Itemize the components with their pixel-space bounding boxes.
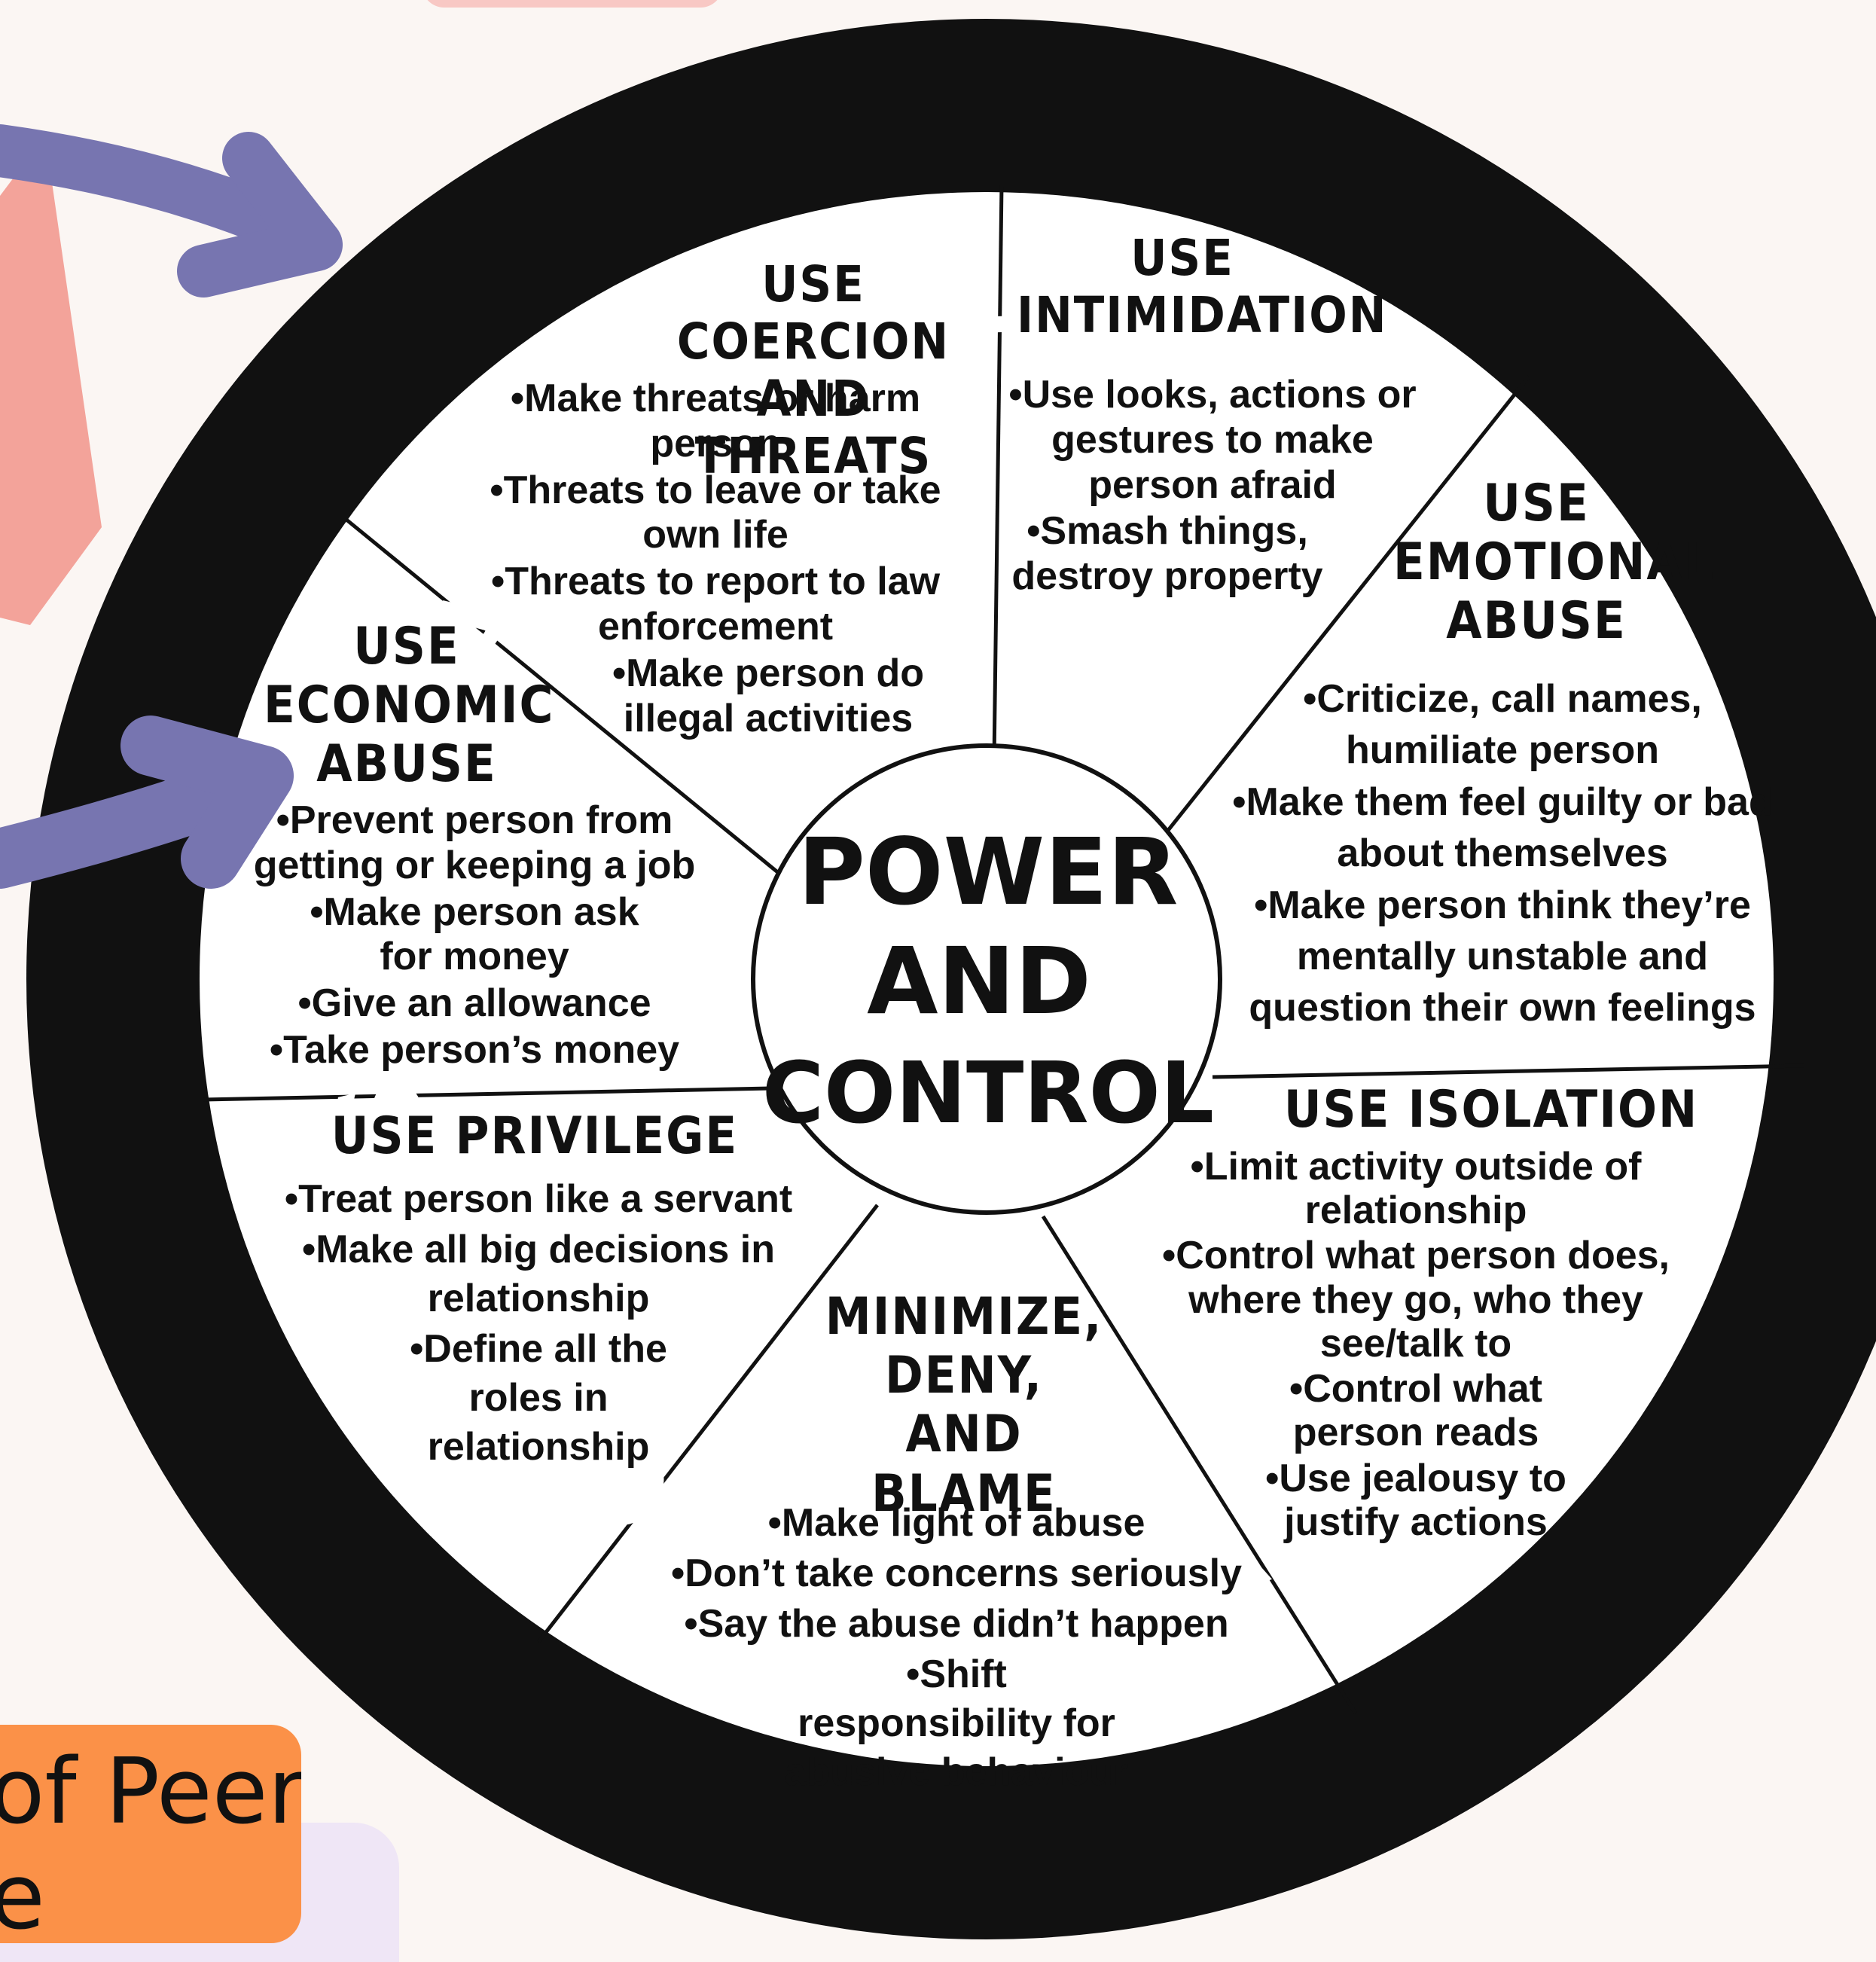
list-item: Make them feel guilty or bad about thems… — [1228, 777, 1777, 879]
spoke-left — [203, 1086, 773, 1102]
list-item: Give an allowance — [226, 981, 723, 1027]
list-item: Don’t take concerns seriously — [580, 1549, 1333, 1598]
list-item: Take person’s money — [226, 1028, 723, 1073]
segment-economic-list: Prevent person from getting or keeping a… — [226, 798, 723, 1075]
list-item: Control what person reads — [1107, 1367, 1725, 1454]
segment-emotional-title: USE EMOTIONAL ABUSE — [1393, 474, 1715, 651]
list-item: Use looks, actions or gestures to make p… — [1002, 373, 1423, 508]
list-item: Make all big decisions in relationship — [226, 1225, 851, 1323]
list-item: Prevent person from getting or keeping a… — [226, 798, 723, 889]
list-item: Define all the roles in relationship — [226, 1325, 851, 1472]
list-item: Make person think they’re mentally unsta… — [1228, 880, 1777, 1033]
list-item: Treat person like a servant — [226, 1175, 851, 1224]
arrow-top-icon — [0, 124, 343, 298]
list-item: Control what person does, where they go,… — [1107, 1234, 1725, 1365]
segment-privilege-title: USE PRIVILEGE — [331, 1106, 739, 1166]
segment-intimidation-title: USE INTIMIDATION — [1017, 229, 1388, 344]
list-item: Smash things, destroy property — [1002, 509, 1423, 600]
list-item: Make person ask for money — [226, 890, 723, 981]
list-item: Make threats or harm person — [452, 377, 979, 467]
list-item: Limit activity outside of relationship — [1107, 1145, 1725, 1232]
segment-emotional-list: Criticize, call names, humiliate person … — [1228, 674, 1777, 1035]
side-label-line1: of Peer — [0, 1740, 301, 1845]
segment-coercion-list: Make threats or harm person Threats to l… — [452, 377, 979, 743]
spoke-right — [1212, 1063, 1804, 1079]
list-item: Make light of abuse — [580, 1499, 1333, 1548]
list-item: Threats to report to law enforcement — [452, 560, 979, 650]
pink-decor-shape — [0, 136, 102, 625]
list-item: Make person do illegal activities — [557, 651, 979, 742]
segment-isolation-list: Limit activity outside of relationship C… — [1107, 1145, 1725, 1545]
segment-minimize-title: MINIMIZE, DENY, AND BLAME — [825, 1287, 1103, 1524]
side-orange-label: of Peer e — [0, 1725, 301, 1943]
top-pink-tab — [422, 0, 723, 8]
segment-economic-title: USE ECONOMIC ABUSE — [264, 617, 555, 795]
spoke-top — [992, 184, 1004, 761]
list-item: Criticize, call names, humiliate person — [1228, 674, 1777, 776]
list-item: Threats to leave or take own life — [452, 468, 979, 559]
center-control: CONTROL — [762, 1045, 1214, 1143]
segment-intimidation-list: Use looks, actions or gestures to make p… — [1002, 373, 1423, 601]
list-item: Say the abuse didn’t happen — [580, 1600, 1333, 1649]
segment-minimize-list: Make light of abuse Don’t take concerns … — [580, 1499, 1333, 1799]
segment-privilege-list: Treat person like a servant Make all big… — [226, 1175, 851, 1473]
center-circle — [751, 743, 1222, 1215]
segment-isolation-title: USE ISOLATION — [1283, 1080, 1699, 1140]
center-and: AND — [867, 928, 1091, 1035]
center-power: POWER — [798, 819, 1179, 926]
arrow-middle-icon — [0, 716, 294, 889]
spoke-upper-right — [1162, 375, 1530, 838]
list-item: Shift responsibility for abusive behavio… — [580, 1650, 1333, 1797]
side-label-line2: e — [0, 1845, 45, 1943]
